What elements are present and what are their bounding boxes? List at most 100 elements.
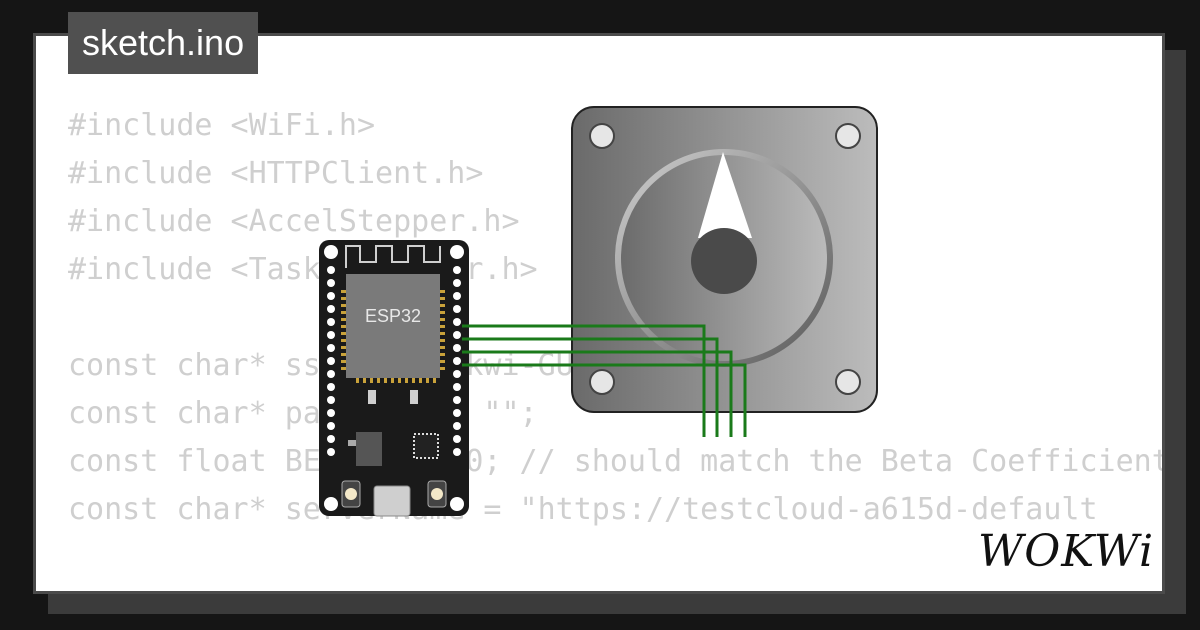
header-pin[interactable] — [453, 383, 461, 391]
chip-pin — [405, 378, 408, 383]
header-pin[interactable] — [453, 318, 461, 326]
chip-pin — [419, 378, 422, 383]
chip-pin — [440, 346, 445, 349]
header-pin[interactable] — [453, 422, 461, 430]
header-pin[interactable] — [453, 409, 461, 417]
code-line: AccelStepper stepper(4, 5, 18, 19, 21); — [68, 582, 1162, 591]
header-pin[interactable] — [453, 266, 461, 274]
header-pin[interactable] — [327, 331, 335, 339]
chip-label: ESP32 — [365, 306, 421, 326]
header-pin[interactable] — [453, 279, 461, 287]
header-pin[interactable] — [453, 435, 461, 443]
chip-pins — [341, 290, 445, 383]
wires — [462, 324, 747, 437]
chip-pin — [341, 304, 346, 307]
chip-pin — [341, 332, 346, 335]
header-pin[interactable] — [327, 396, 335, 404]
chip-pin — [341, 318, 346, 321]
usb-chip — [413, 433, 439, 459]
chip-pin — [341, 339, 346, 342]
wire — [462, 324, 706, 437]
esp32-board[interactable]: ESP32 — [319, 240, 469, 517]
usb-port — [373, 485, 411, 517]
header-pin[interactable] — [327, 448, 335, 456]
wire — [462, 337, 719, 437]
header-pin[interactable] — [327, 409, 335, 417]
header-pin[interactable] — [453, 448, 461, 456]
voltage-regulator — [356, 432, 382, 466]
chip-pin — [440, 339, 445, 342]
board-mount-hole — [450, 245, 464, 259]
chip-pin — [440, 353, 445, 356]
chip-pin — [426, 378, 429, 383]
chip-pin — [440, 367, 445, 370]
chip-pin — [440, 318, 445, 321]
chip-pin — [363, 378, 366, 383]
wokwi-logo-text: WOKWi — [978, 526, 1152, 577]
chip-pin — [433, 378, 436, 383]
header-pin[interactable] — [327, 292, 335, 300]
header-pin[interactable] — [327, 266, 335, 274]
wire — [462, 363, 747, 437]
chip-pin — [391, 378, 394, 383]
header-pin[interactable] — [453, 344, 461, 352]
smd-part — [368, 390, 376, 404]
header-pin[interactable] — [327, 279, 335, 287]
chip-pin — [412, 378, 415, 383]
board-mount-hole — [324, 245, 338, 259]
code-line: #include <HTTPClient.h> — [68, 156, 484, 191]
chip-pin — [341, 311, 346, 314]
header-pin[interactable] — [327, 422, 335, 430]
header-pin[interactable] — [327, 383, 335, 391]
header-pin[interactable] — [453, 305, 461, 313]
header-pin[interactable] — [327, 305, 335, 313]
mount-hole — [835, 369, 861, 395]
mount-hole — [835, 123, 861, 149]
motor-shaft — [691, 228, 757, 294]
stepper-motor[interactable] — [571, 106, 878, 413]
chip-pin — [440, 325, 445, 328]
code-line: #include <WiFi.h> — [68, 108, 376, 143]
chip-pin — [377, 378, 380, 383]
header-pin[interactable] — [327, 344, 335, 352]
shaft-pointer — [698, 152, 752, 238]
header-pin[interactable] — [453, 292, 461, 300]
chip-pin — [440, 297, 445, 300]
file-tab[interactable]: sketch.ino — [68, 12, 259, 74]
chip-pin — [440, 290, 445, 293]
header-pin[interactable] — [327, 370, 335, 378]
header-pin[interactable] — [453, 370, 461, 378]
chip-pin — [440, 360, 445, 363]
chip-pin — [440, 332, 445, 335]
smd-part — [410, 390, 418, 404]
en-button-cap — [431, 488, 443, 500]
header-pins[interactable] — [327, 266, 461, 456]
code-line: #include <AccelStepper.h> — [68, 204, 520, 239]
chip-pin — [384, 378, 387, 383]
regulator-tab — [348, 440, 356, 446]
wokwi-logo: WOKWi — [978, 526, 1152, 577]
chip-pin — [440, 311, 445, 314]
header-pin[interactable] — [453, 396, 461, 404]
chip-pin — [341, 325, 346, 328]
wire — [462, 350, 733, 437]
chip-pin — [356, 378, 359, 383]
esp32-chip — [346, 274, 440, 378]
chip-pin — [398, 378, 401, 383]
board-mount-hole — [450, 497, 464, 511]
header-pin[interactable] — [327, 318, 335, 326]
chip-pin — [341, 353, 346, 356]
chip-pin — [341, 297, 346, 300]
header-pin[interactable] — [327, 357, 335, 365]
chip-pin — [440, 304, 445, 307]
header-pin[interactable] — [453, 357, 461, 365]
boot-button-cap — [345, 488, 357, 500]
board-mount-hole — [324, 497, 338, 511]
header-pin[interactable] — [453, 331, 461, 339]
header-pin[interactable] — [327, 435, 335, 443]
antenna-trace — [345, 245, 441, 268]
mount-hole — [589, 123, 615, 149]
chip-pin — [370, 378, 373, 383]
chip-pin — [341, 360, 346, 363]
mount-hole — [589, 369, 615, 395]
